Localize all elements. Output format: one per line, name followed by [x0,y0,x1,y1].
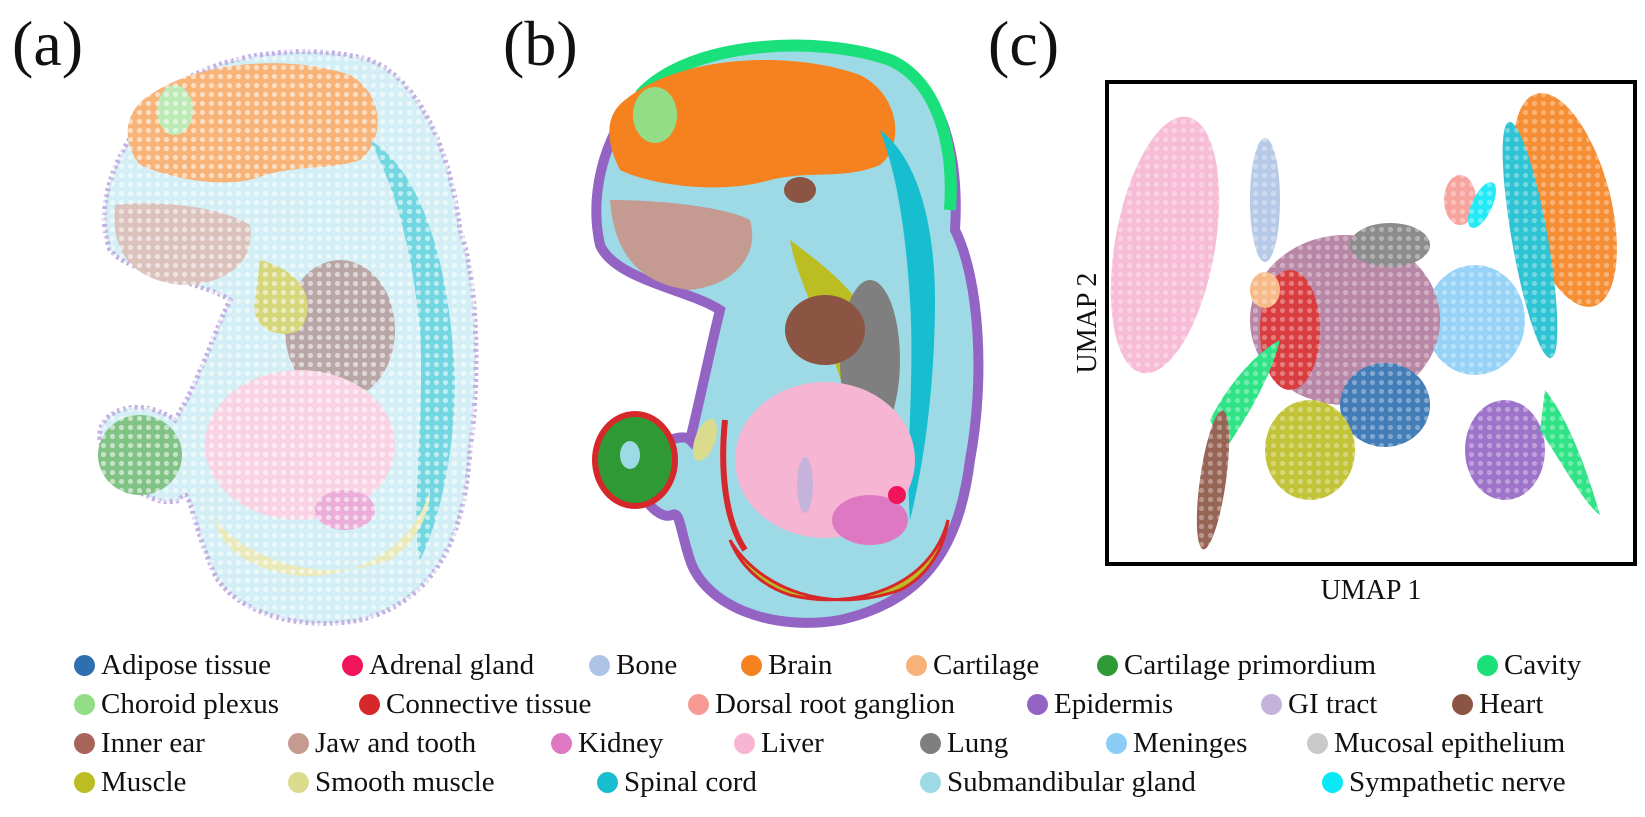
legend-swatch [74,732,95,754]
panel-b-connective [720,419,748,552]
legend-item: Adipose tissue [74,648,271,682]
legend-swatch [920,771,941,793]
legend-label: Choroid plexus [101,688,280,720]
legend-swatch [1477,654,1498,676]
legend-item: Jaw and tooth [288,726,476,760]
panel-b-choroid [633,87,677,143]
legend-swatch [74,654,95,676]
panel-b-lower-muscle [728,519,950,602]
panel-b-gi [797,457,813,513]
umap-x-label: UMAP 1 [1321,575,1422,606]
legend-label: Inner ear [101,727,205,759]
panel-b-heart-spot [784,177,816,203]
legend-label: Muscle [101,766,187,798]
legend-swatch [1322,771,1343,793]
legend-swatch [342,654,363,676]
panel-b-label: (b) [503,8,578,79]
legend-item: GI tract [1261,687,1377,721]
panel-b-brain [609,60,896,188]
legend-swatch [589,654,610,676]
legend-label: Adipose tissue [101,649,271,681]
legend-item: Dorsal root ganglion [688,687,955,721]
legend-item: Spinal cord [597,765,757,799]
legend-swatch [359,693,380,715]
legend-swatch [551,732,572,754]
legend-item: Epidermis [1027,687,1173,721]
legend-label: GI tract [1288,688,1378,720]
panel-b-adrenal [888,486,906,504]
legend-item: Muscle [74,765,186,799]
legend-label: Adrenal gland [369,649,535,681]
legend-swatch [1097,654,1118,676]
legend-item: Liver [734,726,824,760]
legend-label: Cartilage [933,649,1040,681]
legend-swatch [906,654,927,676]
legend-label: Sympathetic nerve [1349,766,1566,798]
legend-label: Smooth muscle [315,766,495,798]
legend-item: Cartilage primordium [1097,648,1376,682]
legend-item: Cartilage [906,648,1039,682]
legend-label: Heart [1479,688,1544,720]
legend-label: Liver [761,727,824,759]
legend-label: Meninges [1133,727,1248,759]
legend-swatch [1452,693,1473,715]
legend-swatch [597,771,618,793]
legend-swatch [74,771,95,793]
legend-item: Bone [589,648,677,682]
legend-item: Meninges [1106,726,1247,760]
panel-b-smooth-muscle [692,419,718,461]
legend-label: Lung [947,727,1009,759]
legend-label: Submandibular gland [947,766,1196,798]
legend-label: Epidermis [1054,688,1174,720]
legend-item: Choroid plexus [74,687,279,721]
legend-label: Cartilage primordium [1124,649,1377,681]
legend-label: Dorsal root ganglion [715,688,956,720]
legend-swatch [288,771,309,793]
legend-item: Cavity [1477,648,1581,682]
panel-b-heart [785,295,865,365]
legend-swatch [1307,732,1328,754]
legend-item: Connective tissue [359,687,591,721]
legend-item: Sympathetic nerve [1322,765,1566,799]
legend-label: Kidney [578,727,664,759]
legend-item: Adrenal gland [342,648,534,682]
legend-swatch [688,693,709,715]
panel-b-face [610,200,753,290]
legend-label: Cavity [1504,649,1582,681]
panel-c-umap: UMAP 1 UMAP 2 [1072,80,1637,606]
legend-swatch [1106,732,1127,754]
legend-item: Submandibular gland [920,765,1196,799]
panel-b-cavity-rim [635,39,957,211]
legend-swatch [920,732,941,754]
panel-c-label: (c) [988,8,1060,79]
legend-item: Brain [741,648,832,682]
legend-label: Brain [768,649,833,681]
legend-item: Heart [1452,687,1543,721]
panel-b-spinal [880,130,935,520]
legend-label: Spinal cord [624,766,757,798]
panel-b-embryo-annotated [591,39,984,628]
legend-item: Inner ear [74,726,205,760]
legend-swatch [741,654,762,676]
legend-swatch [734,732,755,754]
legend-swatch [1027,693,1048,715]
legend-swatch [74,693,95,715]
legend-label: Mucosal epithelium [1334,727,1566,759]
legend-swatch [288,732,309,754]
legend-item: Mucosal epithelium [1307,726,1565,760]
legend-item: Smooth muscle [288,765,495,799]
legend-label: Jaw and tooth [315,727,477,759]
legend-item: Lung [920,726,1008,760]
legend-label: Connective tissue [386,688,592,720]
legend-swatch [1261,693,1282,715]
legend-label: Bone [616,649,678,681]
panel-a-embryo-spots [90,40,490,640]
legend: Adipose tissue Adrenal gland Bone Brain … [74,648,1634,813]
panel-b-kidney [832,495,908,545]
panel-a-label: (a) [12,8,84,79]
umap-y-label: UMAP 2 [1072,273,1103,374]
legend-item: Kidney [551,726,663,760]
